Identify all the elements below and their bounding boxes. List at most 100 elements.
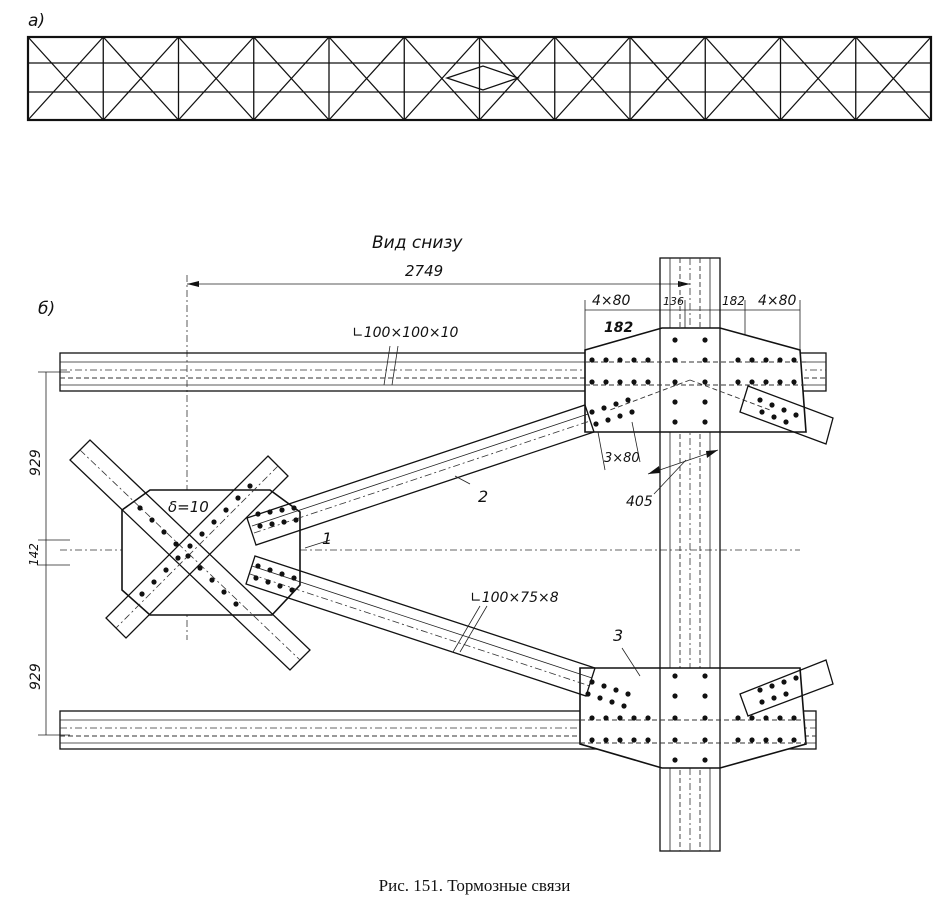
bolt — [793, 675, 799, 681]
bolt — [187, 543, 193, 549]
bolt — [645, 715, 651, 721]
bolt — [589, 715, 595, 721]
truss-diagonal — [403, 36, 480, 121]
bolt — [223, 507, 229, 513]
truss-diagonal — [253, 36, 330, 121]
bolt — [209, 577, 215, 583]
stub-lower-right — [739, 659, 834, 717]
bolt — [645, 357, 651, 363]
overlay-lines — [580, 328, 806, 768]
bolt — [759, 699, 765, 705]
bolt — [763, 357, 769, 363]
bolt — [621, 703, 627, 709]
bolt — [137, 505, 143, 511]
bolt — [291, 505, 297, 511]
bolt — [777, 379, 783, 385]
bolt — [791, 737, 797, 743]
bolt — [735, 737, 741, 743]
bolt — [702, 419, 708, 425]
bolt — [783, 419, 789, 425]
bolt — [589, 409, 595, 415]
callout-2: 2 — [478, 487, 488, 506]
bolt — [781, 679, 787, 685]
dim-column-width: 136 — [663, 295, 684, 308]
bolt — [702, 357, 708, 363]
bolt — [603, 715, 609, 721]
callout-3: 3 — [613, 626, 623, 645]
bolt — [161, 529, 167, 535]
dimension-chain-top: 4×80 136 182 4×80 182 — [584, 293, 801, 350]
truss-diagonal — [178, 36, 255, 121]
bolt — [151, 579, 157, 585]
bolt — [759, 409, 765, 415]
bolt — [672, 737, 678, 743]
bolt — [702, 379, 708, 385]
bolt — [149, 517, 155, 523]
bolt — [757, 397, 763, 403]
bolt — [749, 379, 755, 385]
bolt — [279, 571, 285, 577]
truss-diagonal — [704, 36, 781, 121]
truss-diagonal — [27, 36, 104, 121]
bolt — [749, 357, 755, 363]
bolt — [781, 407, 787, 413]
upper-gusset — [584, 327, 807, 433]
bolt — [672, 357, 678, 363]
bolt — [211, 519, 217, 525]
bolt — [625, 691, 631, 697]
bolt — [763, 737, 769, 743]
bolt — [221, 589, 227, 595]
dim-span-text: 2749 — [405, 262, 443, 280]
stub-upper-right — [739, 385, 834, 445]
truss-lozenge — [444, 65, 521, 91]
bolt — [777, 357, 783, 363]
bolt — [672, 337, 678, 343]
bolt — [631, 357, 637, 363]
bolt — [672, 693, 678, 699]
view-label: Вид снизу — [372, 233, 463, 253]
bolt — [609, 699, 615, 705]
bolt — [601, 405, 607, 411]
bolt — [617, 715, 623, 721]
bolt — [672, 419, 678, 425]
bolt — [791, 379, 797, 385]
bolt — [631, 737, 637, 743]
bolt — [672, 673, 678, 679]
callout-1: 1 — [322, 529, 332, 548]
bolt — [793, 412, 799, 418]
bolt — [293, 517, 299, 523]
bolt — [702, 337, 708, 343]
bolt — [777, 715, 783, 721]
bolt — [702, 715, 708, 721]
bolt — [597, 695, 603, 701]
bolt — [235, 495, 241, 501]
dim-gusset-offset: 182 — [604, 320, 633, 336]
bolt — [173, 541, 179, 547]
lower-gusset — [579, 667, 807, 769]
bolt — [281, 519, 287, 525]
truss-diagonal — [780, 36, 857, 121]
bolt — [175, 555, 181, 561]
bolt — [631, 379, 637, 385]
diagonal-lower — [245, 555, 596, 697]
chord-angle-label: ∟100×100×10 — [352, 325, 459, 341]
bolt — [672, 715, 678, 721]
bolt — [603, 737, 609, 743]
bolt — [267, 567, 273, 573]
bolt — [631, 715, 637, 721]
bolt — [617, 357, 623, 363]
bolt — [625, 397, 631, 403]
truss-diagonal — [629, 36, 706, 121]
bolt — [771, 695, 777, 701]
bolt — [279, 507, 285, 513]
bolt — [617, 737, 623, 743]
bolt — [603, 357, 609, 363]
bolt — [197, 565, 203, 571]
bolt — [589, 357, 595, 363]
bolt — [702, 399, 708, 405]
bolt — [735, 715, 741, 721]
bolt — [672, 757, 678, 763]
dimension-diagonal: 3×80 405 — [597, 421, 719, 510]
bolt — [199, 531, 205, 537]
bolt — [769, 402, 775, 408]
